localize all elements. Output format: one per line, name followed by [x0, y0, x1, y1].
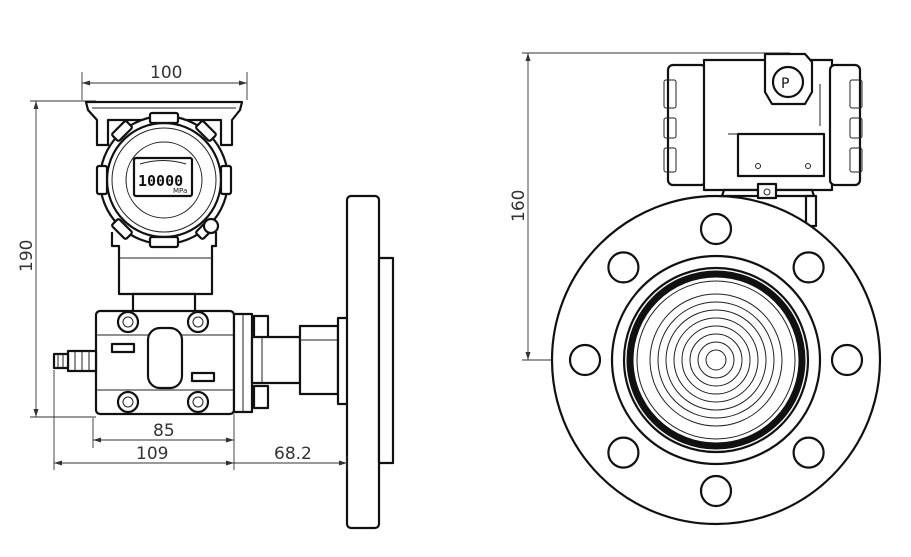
- flange-bolt-holes: [568, 212, 864, 508]
- front-view: 160 P: [509, 52, 882, 526]
- sensor-body: [94, 309, 254, 416]
- side-view: 100 190: [17, 63, 395, 530]
- dimension-height-left: 190: [17, 100, 96, 418]
- lcd-unit: MPa: [173, 187, 187, 195]
- housing-front: 10000 MPa: [95, 111, 233, 249]
- mounting-bracket: [84, 100, 244, 147]
- dimension-label-100: 100: [150, 63, 182, 83]
- drain-valve: [52, 349, 98, 373]
- lcd-display: [132, 156, 194, 198]
- flange-side: [345, 194, 395, 530]
- dimension-label-109: 109: [136, 444, 168, 464]
- dimension-label-85: 85: [153, 421, 175, 441]
- dimension-total-109: 109: [53, 370, 234, 470]
- flange-front: [550, 194, 882, 526]
- dimension-label-160: 160: [509, 190, 529, 222]
- svg-text:P: P: [781, 76, 789, 92]
- dimension-label-190: 190: [17, 240, 37, 272]
- body-bolts: [116, 310, 210, 414]
- dimension-flange-68: 68.2: [234, 444, 348, 470]
- dimension-width-top: 100: [81, 63, 248, 100]
- flange-adapter: [250, 316, 350, 406]
- gasket-ring: [626, 270, 806, 450]
- lcd-reading: 10000: [138, 172, 183, 190]
- housing-side: P: [663, 52, 863, 228]
- dimension-label-68-2: 68.2: [274, 444, 312, 464]
- dimension-body-85: 85: [92, 414, 235, 470]
- diaphragm: [649, 293, 783, 427]
